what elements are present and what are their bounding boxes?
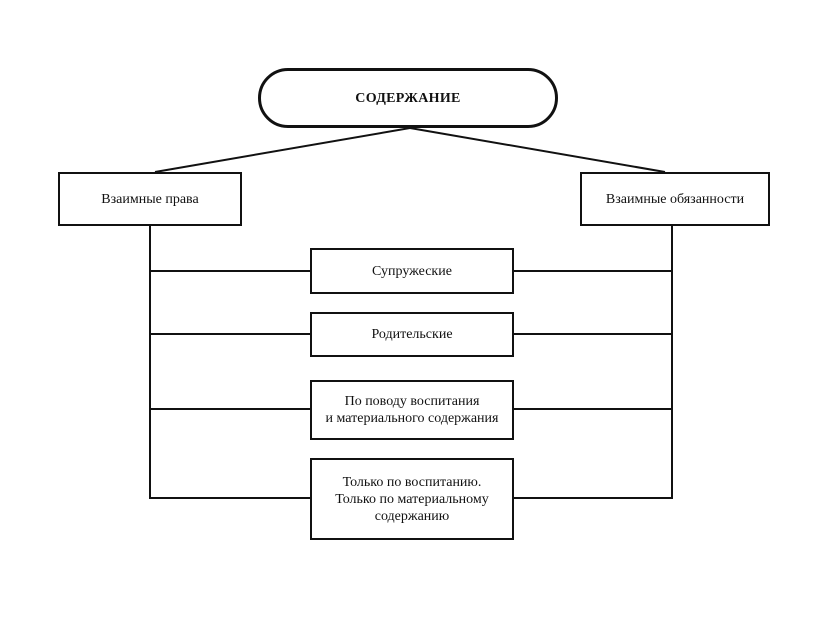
root-node: СОДЕРЖАНИЕ: [258, 68, 558, 128]
node-item-upbringing-and-support: По поводу воспитания и материального сод…: [310, 380, 514, 440]
node-item-spousal: Супружеские: [310, 248, 514, 294]
root-node-label: СОДЕРЖАНИЕ: [355, 90, 461, 106]
connector-root-left: [154, 127, 411, 173]
node-item-label: Родительские: [371, 327, 453, 342]
node-item-parental: Родительские: [310, 312, 514, 357]
node-mutual-duties: Взаимные обязанности: [580, 172, 770, 226]
node-item-label: Только по материальному: [335, 491, 489, 507]
node-mutual-rights: Взаимные права: [58, 172, 242, 226]
node-item-label: Супружеские: [372, 263, 452, 279]
node-item-label: Только по воспитанию.: [342, 474, 482, 490]
node-item-label: содержанию: [374, 508, 450, 524]
node-item-label: По поводу воспитания: [344, 394, 480, 409]
connector-root-right: [409, 127, 666, 173]
node-mutual-duties-label: Взаимные обязанности: [605, 191, 745, 207]
node-mutual-rights-label: Взаимные права: [101, 191, 199, 207]
node-item-upbringing-or-support: Только по воспитанию. Только по материал…: [310, 458, 514, 540]
node-item-label: и материального содержания: [325, 411, 499, 426]
